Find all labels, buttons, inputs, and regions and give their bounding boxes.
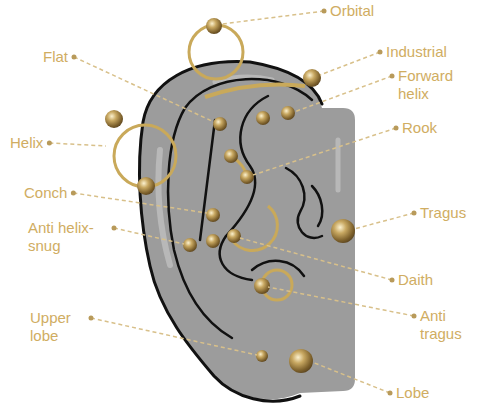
leader-dot	[412, 314, 417, 319]
leader-dot	[72, 55, 77, 60]
helix-ball	[105, 110, 123, 128]
ear-highlight	[336, 140, 341, 190]
conch-ball	[206, 208, 220, 222]
leader-line	[74, 57, 214, 122]
leader-dot	[47, 141, 52, 146]
snug-ball	[183, 238, 197, 252]
antitragus-ball	[254, 278, 270, 294]
part-label: Industrial	[386, 43, 447, 61]
ear-outline	[139, 62, 322, 402]
leader-line	[49, 143, 106, 146]
leader-dot	[390, 278, 395, 283]
leader-line	[240, 238, 392, 280]
leader-dot	[394, 126, 399, 131]
part-label: Helix	[10, 134, 43, 152]
daith-ring	[232, 206, 277, 251]
forward-helix-ball	[281, 106, 295, 120]
leader-dot	[378, 50, 383, 55]
leader-line	[294, 76, 392, 112]
industrial-ball	[256, 111, 270, 125]
tragus-ball	[331, 219, 355, 243]
leader-dot	[89, 316, 94, 321]
helix-fold	[168, 79, 312, 338]
tragus-line	[312, 186, 322, 226]
concha-line	[286, 168, 322, 238]
part-label: Upper lobe	[30, 309, 85, 345]
part-label: Forward helix	[398, 67, 460, 103]
industrial-ball	[303, 69, 321, 87]
leader-dot	[412, 211, 417, 216]
leader-dot	[388, 391, 393, 396]
leader-line	[114, 228, 184, 244]
antitragus-line	[252, 261, 304, 276]
part-label: Tragus	[420, 204, 466, 222]
part-label: Daith	[398, 271, 433, 289]
leader-dot	[390, 74, 395, 79]
ear-shape	[139, 62, 355, 400]
part-label: Anti helix-snug	[28, 219, 108, 255]
part-label: Flat	[43, 48, 68, 66]
leader-line	[312, 362, 390, 393]
leader-line	[320, 52, 380, 75]
part-label: Anti tragus	[420, 307, 472, 343]
leader-dot	[71, 191, 76, 196]
lobe-ball	[289, 349, 313, 373]
leader-line	[253, 128, 396, 175]
part-label: Orbital	[330, 2, 374, 20]
helix-ball	[137, 177, 155, 195]
rook-ball	[224, 149, 238, 163]
industrial-bar	[205, 84, 305, 97]
upper-lobe-ball	[256, 350, 268, 362]
leader-line	[222, 11, 324, 24]
snug-ball	[206, 234, 220, 248]
leader-line	[91, 318, 257, 355]
leader-line	[73, 193, 207, 213]
leader-line	[354, 213, 414, 229]
part-label: Lobe	[396, 384, 429, 402]
flat-ball	[213, 117, 227, 131]
rook-ball	[240, 170, 254, 184]
part-label: Conch	[24, 184, 67, 202]
part-label: Rook	[402, 119, 437, 137]
antihelix-branch	[200, 120, 215, 240]
leader-line	[268, 287, 414, 316]
orbital-ball	[206, 18, 222, 34]
daith-ball	[227, 229, 241, 243]
leader-dot	[322, 9, 327, 14]
leader-dot	[112, 226, 117, 231]
